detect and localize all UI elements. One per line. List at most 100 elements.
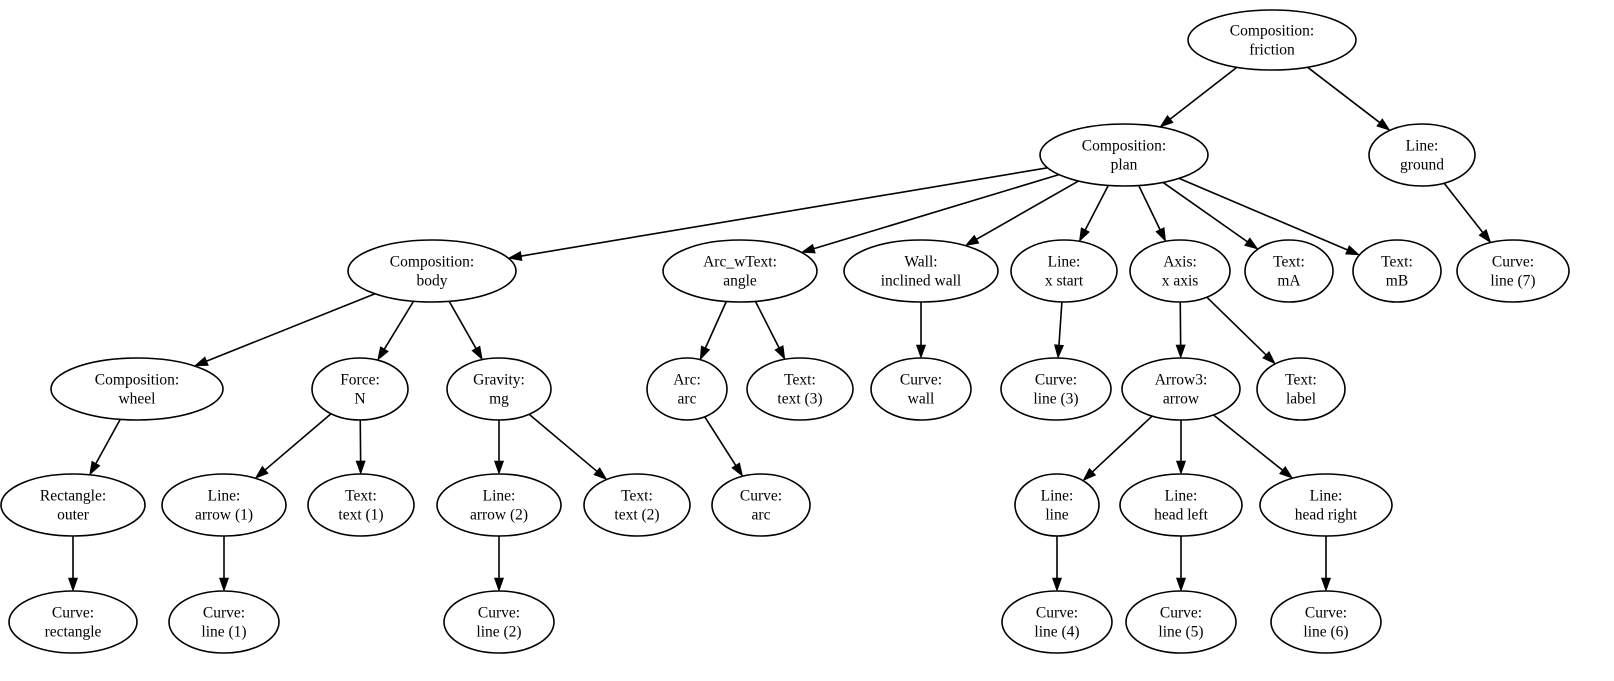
node-ellipse[interactable] xyxy=(1014,473,1100,537)
graph-node[interactable]: Line:ground xyxy=(1368,123,1476,187)
node-label-name: mg xyxy=(489,391,509,408)
graph-node[interactable]: Text:label xyxy=(1256,357,1346,421)
node-label-type: Line: xyxy=(208,488,241,505)
graph-node[interactable]: Axis:x axis xyxy=(1129,239,1231,303)
graph-node[interactable]: Line:head right xyxy=(1259,473,1393,537)
graph-edge xyxy=(1212,414,1283,471)
graph-node[interactable]: Curve:line (4) xyxy=(1001,590,1113,654)
graph-node[interactable]: Line:arrow (1) xyxy=(161,473,287,537)
graph-node[interactable]: Curve:arc xyxy=(711,473,811,537)
node-ellipse[interactable] xyxy=(446,357,552,421)
node-label-type: Curve: xyxy=(1492,254,1534,271)
graph-node[interactable]: Line:head left xyxy=(1119,473,1243,537)
graph-node[interactable]: Curve:line (5) xyxy=(1125,590,1237,654)
graph-edge xyxy=(813,173,1060,250)
node-ellipse[interactable] xyxy=(307,473,415,537)
node-ellipse[interactable] xyxy=(1368,123,1476,187)
graph-node[interactable]: Text:text (1) xyxy=(307,473,415,537)
node-ellipse[interactable] xyxy=(1121,357,1241,421)
node-ellipse[interactable] xyxy=(746,357,854,421)
node-ellipse[interactable] xyxy=(1000,357,1112,421)
node-label-name: x axis xyxy=(1162,273,1199,290)
graph-edge xyxy=(704,301,728,349)
node-ellipse[interactable] xyxy=(843,239,999,303)
node-label-name: wall xyxy=(908,391,935,408)
graph-node[interactable]: Arrow3:arrow xyxy=(1121,357,1241,421)
graph-node[interactable]: Curve:line (7) xyxy=(1456,239,1570,303)
node-ellipse[interactable] xyxy=(1129,239,1231,303)
node-ellipse[interactable] xyxy=(711,473,811,537)
node-ellipse[interactable] xyxy=(1259,473,1393,537)
graph-edge xyxy=(1058,301,1063,346)
graph-node[interactable]: Gravity:mg xyxy=(446,357,552,421)
graph-node[interactable]: Curve:line (6) xyxy=(1270,590,1382,654)
graph-node[interactable]: Curve:wall xyxy=(870,357,972,421)
node-ellipse[interactable] xyxy=(1256,357,1346,421)
graph-node[interactable]: Curve:line (1) xyxy=(168,590,280,654)
node-label-name: mA xyxy=(1277,273,1301,290)
graph-node[interactable]: Curve:rectangle xyxy=(8,590,138,654)
graph-node[interactable]: Line:line xyxy=(1014,473,1100,537)
node-ellipse[interactable] xyxy=(1039,123,1209,187)
graph-node[interactable]: Wall:inclined wall xyxy=(843,239,999,303)
graph-node[interactable]: Curve:line (3) xyxy=(1000,357,1112,421)
node-ellipse[interactable] xyxy=(1187,9,1357,71)
graph-node[interactable]: Text:mB xyxy=(1352,239,1442,303)
graph-node[interactable]: Composition:friction xyxy=(1187,9,1357,71)
node-label-name: body xyxy=(417,273,448,290)
node-ellipse[interactable] xyxy=(347,239,517,303)
node-ellipse[interactable] xyxy=(646,357,728,421)
graph-node[interactable]: Curve:line (2) xyxy=(443,590,555,654)
graph-node[interactable]: Arc_wText:angle xyxy=(662,239,818,303)
node-ellipse[interactable] xyxy=(161,473,287,537)
node-ellipse[interactable] xyxy=(1125,590,1237,654)
graph-node[interactable]: Composition:plan xyxy=(1039,123,1209,187)
node-ellipse[interactable] xyxy=(1352,239,1442,303)
graph-node[interactable]: Rectangle:outer xyxy=(0,473,146,537)
node-ellipse[interactable] xyxy=(583,473,691,537)
graph-edge xyxy=(1178,177,1348,251)
node-ellipse[interactable] xyxy=(1001,590,1113,654)
node-ellipse[interactable] xyxy=(168,590,280,654)
graph-node[interactable]: Text:mA xyxy=(1244,239,1334,303)
node-label-name: line (1) xyxy=(201,624,246,641)
node-label-name: arrow (2) xyxy=(470,507,528,524)
node-label-name: x start xyxy=(1045,273,1084,290)
graph-node[interactable]: Text:text (3) xyxy=(746,357,854,421)
node-label-name: plan xyxy=(1111,157,1138,174)
node-label-type: Curve: xyxy=(1035,372,1077,389)
node-ellipse[interactable] xyxy=(50,357,224,421)
node-ellipse[interactable] xyxy=(662,239,818,303)
node-ellipse[interactable] xyxy=(0,473,146,537)
node-ellipse[interactable] xyxy=(443,590,555,654)
node-ellipse[interactable] xyxy=(1270,590,1382,654)
node-ellipse[interactable] xyxy=(1244,239,1334,303)
node-ellipse[interactable] xyxy=(436,473,562,537)
graph-node[interactable]: Arc:arc xyxy=(646,357,728,421)
node-ellipse[interactable] xyxy=(1456,239,1570,303)
node-ellipse[interactable] xyxy=(1119,473,1243,537)
node-ellipse[interactable] xyxy=(8,590,138,654)
graph-node[interactable]: Line:arrow (2) xyxy=(436,473,562,537)
node-ellipse[interactable] xyxy=(311,357,409,421)
node-label-name: angle xyxy=(723,273,757,290)
node-ellipse[interactable] xyxy=(870,357,972,421)
graph-edge xyxy=(1091,415,1153,473)
graph-edge-arrowhead xyxy=(218,577,230,592)
graph-edge-arrowhead xyxy=(471,345,483,361)
graph-node[interactable]: Composition:wheel xyxy=(50,357,224,421)
graph-edge xyxy=(1206,296,1267,356)
node-label-type: Text: xyxy=(345,488,377,505)
graph-node[interactable]: Line:x start xyxy=(1010,239,1118,303)
graph-edge-arrowhead xyxy=(507,251,523,261)
node-label-name: line (5) xyxy=(1158,624,1203,641)
node-label-type: Curve: xyxy=(740,488,782,505)
graph-node[interactable]: Composition:body xyxy=(347,239,517,303)
graph-node[interactable]: Force:N xyxy=(311,357,409,421)
graph-edge-arrowhead xyxy=(1262,350,1276,365)
graph-node[interactable]: Text:text (2) xyxy=(583,473,691,537)
graph-edge-arrowhead xyxy=(1175,577,1187,592)
node-ellipse[interactable] xyxy=(1010,239,1118,303)
graph-edge-arrowhead xyxy=(355,460,366,475)
